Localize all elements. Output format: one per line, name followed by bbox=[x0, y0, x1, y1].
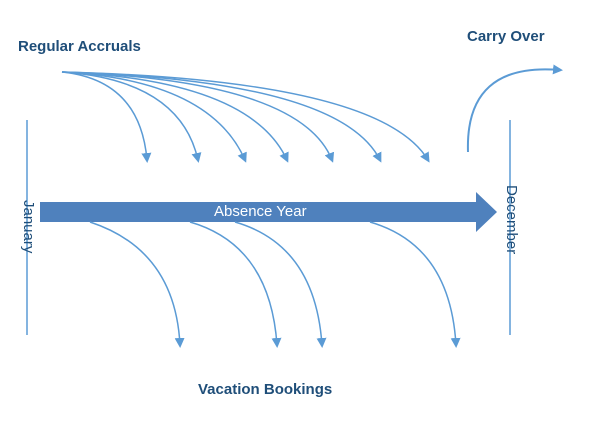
january-label: January bbox=[20, 200, 37, 254]
accrual-arrows bbox=[61, 71, 430, 163]
booking-arrows bbox=[89, 221, 461, 348]
carry-over-label: Carry Over bbox=[467, 28, 545, 45]
regular-accruals-label: Regular Accruals bbox=[18, 38, 141, 55]
december-label: December bbox=[503, 185, 520, 255]
accrual-arrow bbox=[61, 71, 430, 163]
booking-arrow bbox=[89, 221, 185, 348]
booking-arrow bbox=[369, 221, 461, 348]
accrual-arrow bbox=[61, 71, 335, 163]
accrual-arrow bbox=[61, 71, 289, 163]
absence-year-arrow bbox=[40, 192, 497, 232]
accrual-arrow bbox=[61, 71, 152, 163]
accrual-arrow bbox=[61, 71, 247, 163]
vacation-bookings-label: Vacation Bookings bbox=[198, 381, 333, 398]
booking-arrow bbox=[189, 221, 282, 348]
carry-over-arrow bbox=[466, 64, 563, 153]
accrual-arrow bbox=[61, 71, 382, 163]
booking-arrow bbox=[234, 221, 327, 348]
absence-year-label: Absence Year bbox=[214, 203, 307, 220]
accrual-arrow bbox=[61, 71, 202, 163]
